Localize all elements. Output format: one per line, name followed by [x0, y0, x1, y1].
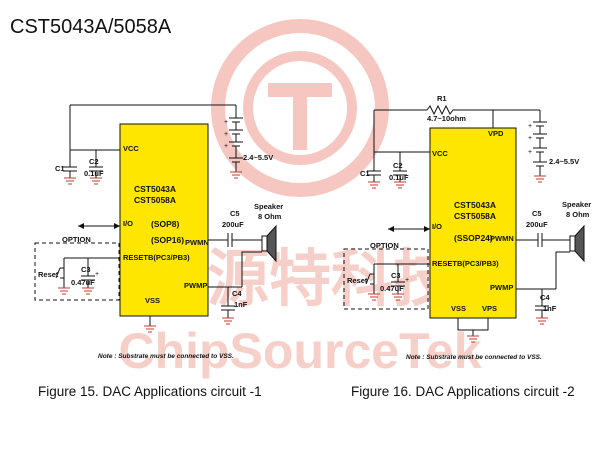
reset-label: Reset	[347, 276, 368, 285]
c3-value: 0.47uF	[380, 284, 404, 293]
option-label: OPTION	[370, 241, 399, 250]
c1-label: C1	[360, 169, 370, 178]
pin-resetb: RESETB(PC3/PB3)	[123, 253, 190, 262]
c2-value: 0.1uF	[84, 169, 104, 178]
c1-label: C1	[55, 164, 65, 173]
pin-vss: VSS	[145, 296, 160, 305]
pin-vcc: VCC	[123, 144, 139, 153]
capacitor-c5	[208, 233, 262, 247]
c5-label: C5	[532, 209, 542, 218]
capacitor-c3: +	[81, 270, 99, 295]
chip-body	[119, 123, 209, 317]
reset-switch-icon	[365, 273, 380, 301]
vss-vps-wire	[457, 318, 489, 336]
option-box	[34, 242, 120, 301]
svg-text:+: +	[224, 119, 228, 126]
c2-label: C2	[89, 157, 99, 166]
capacitor-c4	[535, 289, 549, 325]
chip-name-2: CST5058A	[454, 211, 496, 221]
c3-label: C3	[391, 271, 401, 280]
capacitor-c5	[516, 233, 570, 247]
chip-name-1: CST5043A	[454, 200, 496, 210]
figure-caption: Figure 16. DAC Applications circuit -2	[351, 384, 575, 399]
capacitor-c3: +	[391, 276, 409, 301]
resistor-r1	[426, 104, 540, 116]
package-ssop24: (SSOP24)	[454, 233, 493, 243]
ground-icon	[467, 335, 479, 343]
figure-caption: Figure 15. DAC Applications circuit -1	[38, 384, 262, 399]
c4-label: C4	[540, 293, 550, 302]
package-sop8: (SOP8)	[151, 219, 180, 229]
svg-text:+: +	[95, 271, 99, 278]
pin-vcc: VCC	[432, 149, 448, 158]
pwmp-to-speaker	[516, 251, 570, 290]
speaker-icon	[569, 224, 585, 263]
pin-io: I/O	[432, 222, 442, 231]
svg-text:+: +	[224, 143, 228, 150]
capacitor-c4	[221, 287, 235, 325]
c5-value: 200uF	[222, 220, 244, 229]
reset-switch-icon	[55, 267, 70, 295]
page-title: CST5043A/5058A	[10, 16, 172, 38]
battery-voltage: 2.4~5.5V	[243, 153, 273, 162]
c5-value: 200uF	[526, 220, 548, 229]
pin-io: I/O	[123, 219, 133, 228]
speaker-label: Speaker	[254, 202, 283, 211]
pin-vps: VPS	[482, 304, 497, 313]
speaker-value: 8 Ohm	[566, 210, 590, 219]
c4-value: 1nF	[234, 300, 248, 309]
capacitor-c1	[367, 152, 381, 189]
option-box	[343, 248, 429, 310]
reset-net	[63, 257, 120, 270]
capacitor-c1	[63, 150, 77, 185]
c4-value: 1nF	[543, 304, 557, 313]
figure-16: CST5043A CST5058A (SSOP24) VCC VPD I/O R…	[343, 94, 591, 399]
svg-text:+: +	[528, 123, 532, 130]
c5-label: C5	[230, 209, 240, 218]
battery-icon: + + +	[528, 110, 547, 183]
option-label: OPTION	[62, 235, 91, 244]
ground-icon	[144, 325, 156, 333]
pin-vpd: VPD	[488, 129, 504, 138]
r1-value: 4.7~10ohm	[427, 114, 466, 123]
pwmp-to-speaker	[208, 251, 262, 288]
svg-text:+: +	[405, 277, 409, 284]
note: Note : Substrate must be connected to VS…	[406, 354, 542, 361]
c4-label: C4	[232, 289, 242, 298]
note: Note : Substrate must be connected to VS…	[98, 353, 234, 360]
chip-name-1: CST5043A	[134, 184, 176, 194]
capacitor-c2	[393, 152, 407, 189]
watermark-en: ChipSourceTek	[118, 323, 481, 379]
pin-pwmp: PWMP	[490, 283, 513, 292]
reset-net	[373, 263, 430, 276]
watermark-logo-icon	[211, 19, 389, 197]
speaker-label: Speaker	[562, 200, 591, 209]
svg-text:+: +	[528, 149, 532, 156]
vcc-rail	[373, 109, 430, 153]
chip-body	[429, 127, 517, 319]
pin-pwmp: PWMP	[184, 281, 207, 290]
battery-voltage: 2.4~5.5V	[549, 157, 579, 166]
pin-pwmn: PWMN	[185, 238, 209, 247]
pin-resetb: RESETB(PC3/PB3)	[432, 259, 499, 268]
reset-label: Reset	[38, 270, 59, 279]
svg-text:+: +	[224, 131, 228, 138]
speaker-value: 8 Ohm	[258, 212, 282, 221]
speaker-icon	[261, 224, 277, 263]
battery-icon: + + +	[224, 105, 243, 179]
c3-label: C3	[81, 265, 91, 274]
vcc-rail	[69, 104, 236, 162]
r1-label: R1	[437, 94, 447, 103]
c2-value: 0.1uF	[389, 173, 409, 182]
package-sop16: (SOP16)	[151, 235, 184, 245]
figure-15: CST5043A CST5058A (SOP8) (SOP16) VCC I/O…	[34, 104, 283, 399]
pin-vss: VSS	[451, 304, 466, 313]
c2-label: C2	[393, 161, 403, 170]
svg-text:+: +	[528, 135, 532, 142]
pin-pwmn: PWMN	[490, 234, 514, 243]
chip-name-2: CST5058A	[134, 195, 176, 205]
capacitor-c2	[89, 162, 103, 185]
c3-value: 0.47uF	[71, 278, 95, 287]
